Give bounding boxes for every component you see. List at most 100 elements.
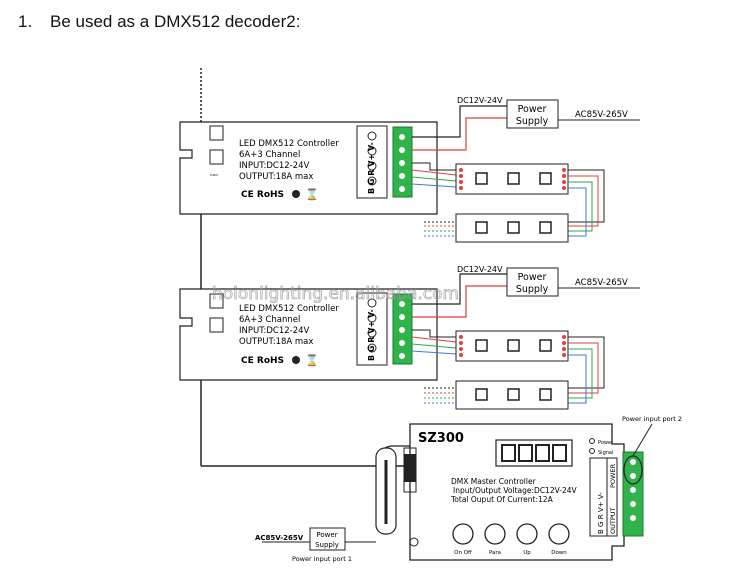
decoder-2-screw-4 <box>367 343 377 353</box>
decoder-1-port-in <box>209 125 224 141</box>
decoder-2-out-wire-1 <box>412 329 456 338</box>
decoder-2-bin-icon: ⌛ <box>305 354 319 367</box>
master-pin-3 <box>630 487 636 493</box>
decoder-1-output: OUTPUT:18A max <box>239 172 313 182</box>
decoder-2-strip-a-pad <box>459 347 463 351</box>
master-digit-4 <box>552 444 567 462</box>
decoder-2-port-in <box>209 293 224 309</box>
decoder-2-pin-2 <box>399 314 405 320</box>
decoder-1-port-out <box>209 149 224 165</box>
decoder-1-strip-b-led-2 <box>507 221 520 234</box>
master-signal-led-label: Signal <box>598 450 613 456</box>
decoder-1-power-supply-line2: Supply <box>516 116 549 127</box>
decoder-1-dip-label: ▫▫▫ <box>210 172 218 177</box>
decoder-1-strip-a-pad <box>459 174 463 178</box>
heading-number: 1. <box>18 12 33 31</box>
decoder-2-supply-voltage: DC12V-24V <box>457 265 503 274</box>
decoder-1-strip-a-pad <box>562 168 566 172</box>
master-signal-led <box>589 448 595 454</box>
decoder-1-screw-2 <box>367 146 377 156</box>
decoder-1-strip-a-pad <box>562 186 566 190</box>
decoder-1-power-supply-line1: Power <box>518 104 547 115</box>
decoder-2-strip-a-pad <box>562 353 566 357</box>
decoder-2-strip-a-pad <box>562 347 566 351</box>
decoder-2-screw-1 <box>367 298 377 308</box>
decoder-1-vminus-wire <box>412 105 507 138</box>
decoder-1-strip-a-pad <box>459 168 463 172</box>
decoder-2-ac-input: AC85V-265V <box>575 278 628 288</box>
decoder-1-loop-4 <box>568 187 587 237</box>
decoder-2-out-wire-3 <box>411 343 457 349</box>
master-ac-input: AC85V-265V <box>255 534 304 542</box>
master-power-supply-line2: Supply <box>315 541 339 549</box>
para-button[interactable] <box>484 523 506 545</box>
decoder-2-strip-a-pad <box>562 335 566 339</box>
decoder-2-power-supply-line2: Supply <box>516 284 549 295</box>
up-label: Up <box>523 550 531 556</box>
decoder-2-channels: 6A+3 Channel <box>239 315 300 325</box>
decoder-2-certs: CE RoHS <box>241 356 284 366</box>
decoder-2-loop-4 <box>568 354 587 404</box>
up-button[interactable] <box>516 523 538 545</box>
decoder-1-screw-3 <box>367 161 377 171</box>
master-pin-1 <box>630 459 636 465</box>
master-screw-left <box>409 537 419 547</box>
decoder-1-vplus-wire <box>412 117 507 151</box>
decoder-1-pin-4 <box>399 173 405 179</box>
page-heading: 1. Be used as a DMX512 decoder2: <box>18 12 300 32</box>
decoder-2-screw-2 <box>367 313 377 323</box>
master-digit-2 <box>518 444 533 462</box>
decoder-1-pin-5 <box>399 186 405 192</box>
decoder-1-channels: 6A+3 Channel <box>239 150 300 160</box>
decoder-2-pin-5 <box>399 353 405 359</box>
master-pin-5 <box>630 515 636 521</box>
master-power-supply-line1: Power <box>316 531 337 539</box>
down-button[interactable] <box>548 523 570 545</box>
para-label: Para <box>489 550 501 556</box>
master-port-2-leader <box>632 423 653 457</box>
decoder-2-port-out <box>209 317 224 333</box>
master-output-label: OUTPUT <box>609 507 617 534</box>
decoder-1-title: LED DMX512 Controller <box>239 139 339 149</box>
down-label: Down <box>551 550 567 556</box>
decoder-1-out-wire-3 <box>411 176 457 182</box>
decoder-1-strip-b-led-1 <box>475 221 488 234</box>
master-power-led-label: Power <box>598 440 614 446</box>
master-controller: SZ300 Power Signal DMX Master Controller… <box>255 415 682 563</box>
master-power-label: POWER <box>609 463 617 488</box>
decoder-2-vminus-wire <box>412 273 507 305</box>
on-off-button[interactable] <box>452 523 474 545</box>
decoder-2-loop-2 <box>568 342 599 394</box>
decoder-1-strip-a-led-1 <box>475 172 488 185</box>
decoder-2-strip-a-led-1 <box>475 339 488 352</box>
master-green-terminal <box>622 451 644 537</box>
decoder-1-gear-icon <box>292 190 300 198</box>
decoder-2-pin-1 <box>399 301 405 307</box>
master-current: Total Ouput Of Current:12A <box>450 495 554 504</box>
master-pin-4 <box>630 501 636 507</box>
decoder-1-out-wire-4 <box>411 183 457 188</box>
heading-text: Be used as a DMX512 decoder2: <box>50 12 301 31</box>
power-input-port-2-label: Power input port 2 <box>622 415 682 423</box>
decoder-2-input: INPUT:DC12-24V <box>239 326 310 336</box>
master-side-labels-frame <box>606 457 618 537</box>
decoder-2-vplus-wire <box>412 285 507 318</box>
decoder-1-strip-a-pad <box>459 186 463 190</box>
decoder-1-input: INPUT:DC12-24V <box>239 161 310 171</box>
decoder-1-term-labels: B G R V+ V- <box>367 142 376 194</box>
watermark: hoionlighting.en.alibaba.com <box>212 284 459 304</box>
decoder-2-pin-4 <box>399 340 405 346</box>
decoder-1: ▫▫▫ LED DMX512 Controller 6A+3 Channel I… <box>179 96 640 243</box>
decoder-2-strip-b-led-1 <box>475 388 488 401</box>
decoder-2-strip-a-pad <box>459 353 463 357</box>
decoder-2-power-supply <box>506 267 559 297</box>
power-input-port-1-label: Power input port 1 <box>292 555 352 563</box>
decoder-2-title: LED DMX512 Controller <box>239 304 339 314</box>
decoder-2-term-labels: B G R V+ V- <box>367 309 376 361</box>
decoder-1-loop-3 <box>568 181 593 232</box>
decoder-2-strip-a-pad <box>459 341 463 345</box>
decoder-2-strip-b-led-2 <box>507 388 520 401</box>
master-left-port-frame <box>403 447 417 493</box>
decoder-1-loop-2 <box>568 175 599 227</box>
